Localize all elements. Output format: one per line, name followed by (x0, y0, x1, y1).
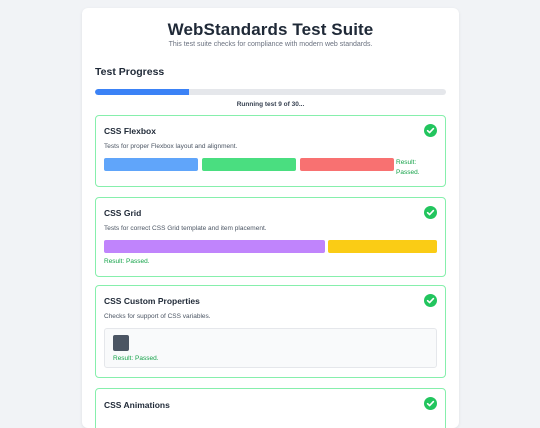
test-result-label: Result: (396, 159, 417, 166)
test-result: Result: Passed. (113, 355, 159, 362)
test-card-css-custom-properties: CSS Custom Properties Checks for support… (95, 285, 446, 378)
check-circle-icon (424, 294, 437, 307)
grid-item-purple (104, 240, 325, 253)
test-title: CSS Flexbox (104, 126, 156, 136)
css-variables-demo: Result: Passed. (104, 328, 437, 368)
test-result-value: Passed. (396, 169, 420, 176)
test-result: Result: Passed. (104, 258, 150, 265)
page-subtitle: This test suite checks for compliance wi… (168, 41, 373, 48)
progress-bar-fill (95, 89, 189, 95)
test-title: CSS Grid (104, 208, 142, 218)
test-card-css-flexbox: CSS Flexbox Tests for proper Flexbox lay… (95, 115, 446, 187)
test-card-css-animations: CSS Animations (95, 388, 446, 428)
flex-item-red (300, 158, 394, 171)
flex-item-blue (104, 158, 198, 171)
flex-item-green (202, 158, 296, 171)
progress-heading: Test Progress (95, 66, 165, 78)
variable-color-swatch (113, 335, 129, 351)
test-description: Checks for support of CSS variables. (104, 313, 211, 320)
grid-item-yellow (328, 240, 437, 253)
check-circle-icon (424, 124, 437, 137)
test-result: Result: Passed. (396, 158, 420, 178)
test-card-css-grid: CSS Grid Tests for correct CSS Grid temp… (95, 197, 446, 277)
test-title: CSS Animations (104, 400, 170, 410)
progress-bar (95, 89, 446, 95)
test-suite-panel: WebStandards Test Suite This test suite … (82, 8, 459, 428)
test-description: Tests for proper Flexbox layout and alig… (104, 143, 238, 150)
check-circle-icon (424, 397, 437, 410)
progress-status: Running test 9 of 30... (236, 101, 305, 108)
page-title: WebStandards Test Suite (167, 20, 374, 39)
test-title: CSS Custom Properties (104, 296, 200, 306)
test-description: Tests for correct CSS Grid template and … (104, 225, 267, 232)
check-circle-icon (424, 206, 437, 219)
